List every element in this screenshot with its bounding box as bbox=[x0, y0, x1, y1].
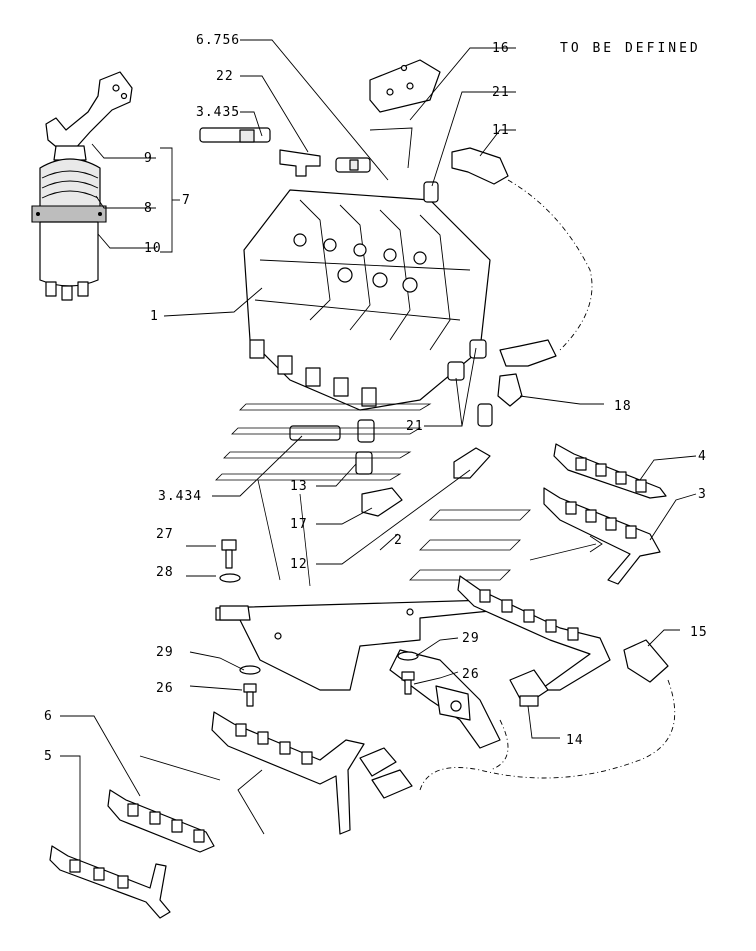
callout-14: 14 bbox=[566, 733, 584, 748]
control-valve-block bbox=[243, 189, 491, 411]
washer-28 bbox=[219, 573, 241, 583]
bolt-26-left bbox=[243, 683, 257, 707]
mounting-plate bbox=[215, 599, 501, 749]
arrow-lower-manifold bbox=[139, 755, 265, 835]
callout-3-434: 3.434 bbox=[158, 489, 202, 504]
fitting-11 bbox=[451, 147, 509, 185]
callout-21-mid: 21 bbox=[406, 419, 424, 434]
fitting-6-756 bbox=[335, 157, 371, 173]
bolt-27 bbox=[221, 539, 237, 569]
callout-28: 28 bbox=[156, 565, 174, 580]
washer-29-right bbox=[397, 651, 419, 661]
callout-22: 22 bbox=[216, 69, 234, 84]
arrow-right-manifold bbox=[529, 535, 603, 561]
ghost-outline bbox=[215, 403, 531, 587]
callout-13: 13 bbox=[290, 479, 308, 494]
callout-5: 5 bbox=[44, 749, 53, 764]
callout-17: 17 bbox=[290, 517, 308, 532]
callout-21-top: 21 bbox=[492, 85, 510, 100]
dashed-line-upper bbox=[507, 179, 593, 351]
callout-29-right: 29 bbox=[462, 631, 480, 646]
joystick-assembly bbox=[31, 71, 133, 301]
callout-16: 16 bbox=[492, 41, 510, 56]
callout-1: 1 bbox=[150, 309, 159, 324]
bolt-26-right bbox=[401, 671, 415, 695]
callout-12: 12 bbox=[290, 557, 308, 572]
callout-29-left: 29 bbox=[156, 645, 174, 660]
callout-2: 2 bbox=[394, 533, 403, 548]
tube-manifold-center bbox=[457, 575, 611, 691]
callout-27: 27 bbox=[156, 527, 174, 542]
callout-26-right: 26 bbox=[462, 667, 480, 682]
callout-6: 6 bbox=[44, 709, 53, 724]
fittings-21-mid bbox=[447, 339, 557, 427]
callout-11: 11 bbox=[492, 123, 510, 138]
fittings-13-17 bbox=[289, 419, 491, 517]
callout-10: 10 bbox=[144, 241, 162, 256]
callout-4: 4 bbox=[698, 449, 707, 464]
tube-manifold-5 bbox=[49, 845, 171, 919]
callout-8: 8 bbox=[144, 201, 153, 216]
washer-29-left bbox=[239, 665, 261, 675]
tube-manifold-4 bbox=[553, 443, 667, 499]
fitting-14 bbox=[509, 669, 549, 707]
callout-6-756: 6.756 bbox=[196, 33, 240, 48]
callout-15: 15 bbox=[690, 625, 708, 640]
tube-manifold-lower bbox=[211, 711, 413, 835]
callout-3-435: 3.435 bbox=[196, 105, 240, 120]
note-text: TO BE DEFINED bbox=[560, 41, 701, 56]
bracket-7 bbox=[160, 147, 173, 253]
fitting-22 bbox=[279, 149, 321, 177]
dashed-line-lower bbox=[419, 679, 676, 791]
tube-manifold-6 bbox=[107, 789, 215, 853]
callout-26-left: 26 bbox=[156, 681, 174, 696]
fitting-15 bbox=[623, 639, 669, 683]
callout-18: 18 bbox=[614, 399, 632, 414]
fitting-3-435 bbox=[199, 127, 271, 143]
callout-7: 7 bbox=[182, 193, 191, 208]
callout-3: 3 bbox=[698, 487, 707, 502]
callout-9: 9 bbox=[144, 151, 153, 166]
fitting-21-top bbox=[423, 181, 439, 203]
valve-cover-16 bbox=[369, 59, 441, 113]
tube-manifold-3 bbox=[543, 487, 661, 585]
